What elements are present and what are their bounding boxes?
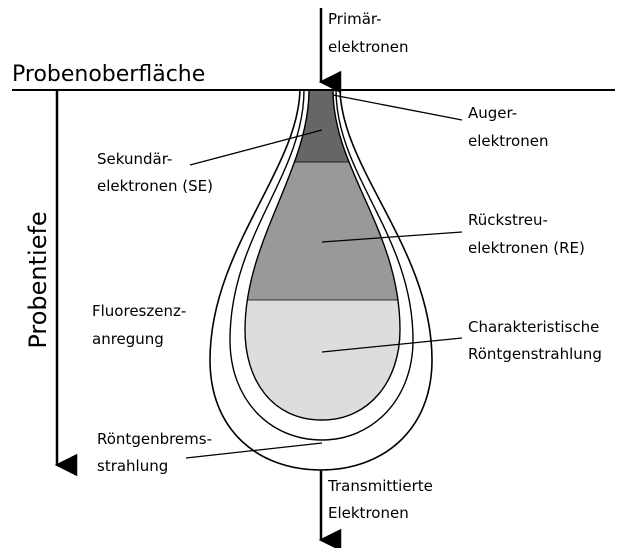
auger-label-1: Auger- (468, 104, 517, 122)
bremsstrahlung-label-1: Röntgenbrems- (97, 430, 212, 448)
bremsstrahlung-label-2: strahlung (97, 457, 168, 475)
transmitted-label-1: Transmittierte (327, 477, 433, 495)
fluorescence-label-2: anregung (92, 330, 164, 348)
auger-label-2: elektronen (468, 132, 548, 150)
characteristic-label-2: Röntgenstrahlung (468, 345, 602, 363)
characteristic-label-1: Charakteristische (468, 318, 599, 336)
secondary-label-2: elektronen (SE) (97, 177, 213, 195)
backscatter-label-2: elektronen (RE) (468, 239, 585, 257)
depth-axis-label: Probentiefe (24, 211, 52, 348)
fluorescence-label-1: Fluoreszenz- (92, 302, 186, 320)
backscatter-label-1: Rückstreu- (468, 211, 548, 229)
transmitted-label-2: Elektronen (328, 504, 409, 522)
auger-leader-line (333, 95, 462, 120)
primary-label-1: Primär- (328, 10, 382, 28)
secondary-label-1: Sekundär- (97, 150, 172, 168)
surface-title: Probenoberfläche (12, 62, 205, 87)
primary-label-2: elektronen (328, 38, 408, 56)
secondary-electron-zone (200, 90, 460, 162)
